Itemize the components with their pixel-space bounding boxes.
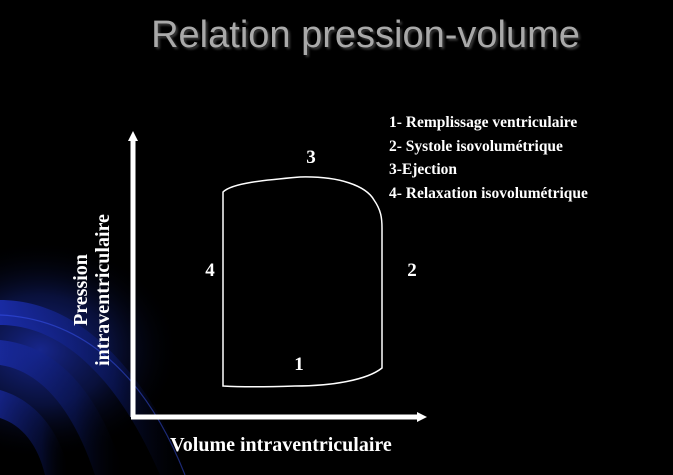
swoosh-band-1 — [0, 300, 190, 475]
swoosh-band-2 — [0, 340, 125, 475]
swoosh-line — [0, 314, 186, 475]
slide-title: Relation pression-volume — [151, 14, 580, 56]
y-axis-label: Pression intraventriculaire — [70, 214, 114, 366]
x-axis-label: Volume intraventriculaire — [170, 434, 392, 456]
phase-label-2: 2 — [407, 260, 417, 281]
phase-label-1: 1 — [294, 354, 304, 375]
y-axis-label-line2: intraventriculaire — [92, 214, 114, 366]
phase-legend: 1- Remplissage ventriculaire 2- Systole … — [389, 111, 588, 205]
pv-loop-curve — [222, 176, 383, 388]
swoosh-band-3 — [0, 390, 70, 475]
legend-item-filling: 1- Remplissage ventriculaire — [389, 114, 578, 131]
y-axis-label-line1: Pression — [70, 254, 92, 326]
phase-label-4: 4 — [205, 260, 215, 281]
legend-item-isovolumetric-systole: 2- Systole isovolumétrique — [389, 137, 563, 155]
legend-item-ejection: 3-Ejection — [389, 161, 458, 178]
phase-label-3: 3 — [306, 147, 316, 168]
legend-item-isovolumetric-relaxation: 4- Relaxation isovolumétrique — [389, 184, 588, 202]
